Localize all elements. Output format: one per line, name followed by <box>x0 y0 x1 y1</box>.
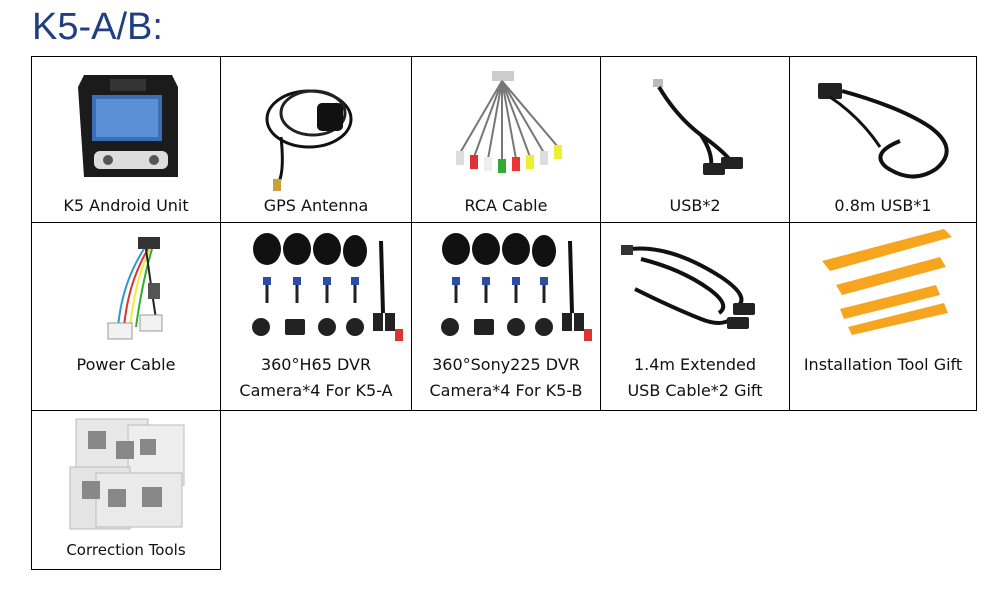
camera-kit-icon <box>252 233 403 341</box>
page-title: K5-A/B: <box>32 6 163 48</box>
item-cell-rca-cable: RCA Cable <box>411 56 601 223</box>
item-cell-installation-tool: Installation Tool Gift <box>789 222 977 411</box>
item-label: Power Cable <box>76 355 176 374</box>
item-label-line1: 360°Sony225 DVR <box>432 355 580 374</box>
item-label: GPS Antenna <box>263 196 369 215</box>
item-label: K5 Android Unit <box>63 196 189 215</box>
item-cell-usb-08m: 0.8m USB*1 <box>789 56 977 223</box>
item-cell-gps-antenna: GPS Antenna <box>220 56 412 223</box>
gps-antenna-icon <box>265 89 353 191</box>
camera-kit-icon <box>441 233 592 341</box>
power-harness-icon <box>107 237 163 340</box>
item-label-line1: 1.4m Extended <box>633 355 757 374</box>
usb-extended-cable-icon <box>621 245 755 329</box>
item-cell-extended-usb: 1.4m Extended USB Cable*2 Gift <box>600 222 790 411</box>
item-cell-android-unit: K5 Android Unit <box>31 56 221 223</box>
item-cell-usb: USB*2 <box>600 56 790 223</box>
item-label-line2: Camera*4 For K5-B <box>429 381 583 400</box>
pry-tool-icon <box>822 229 952 335</box>
item-label: Correction Tools <box>66 541 186 559</box>
item-label: USB*2 <box>669 196 721 215</box>
item-label: 0.8m USB*1 <box>834 196 932 215</box>
calibration-cloth-icon <box>69 418 185 530</box>
item-cell-correction-tools: Correction Tools <box>31 410 221 570</box>
item-label-line2: USB Cable*2 Gift <box>627 381 763 400</box>
item-label: RCA Cable <box>464 196 548 215</box>
android-head-unit-icon <box>78 75 178 177</box>
item-label: Installation Tool Gift <box>803 355 963 374</box>
item-label-line1: 360°H65 DVR <box>260 355 372 374</box>
item-label-line2: Camera*4 For K5-A <box>239 381 393 400</box>
usb-extension-cable-icon <box>818 83 949 179</box>
item-cell-power-cable: Power Cable <box>31 222 221 411</box>
usb-cable-icon <box>653 79 743 175</box>
item-cell-camera-k5a: 360°H65 DVR Camera*4 For K5-A <box>220 222 412 411</box>
item-cell-camera-k5b: 360°Sony225 DVR Camera*4 For K5-B <box>411 222 601 411</box>
rca-cable-icon <box>456 71 562 173</box>
